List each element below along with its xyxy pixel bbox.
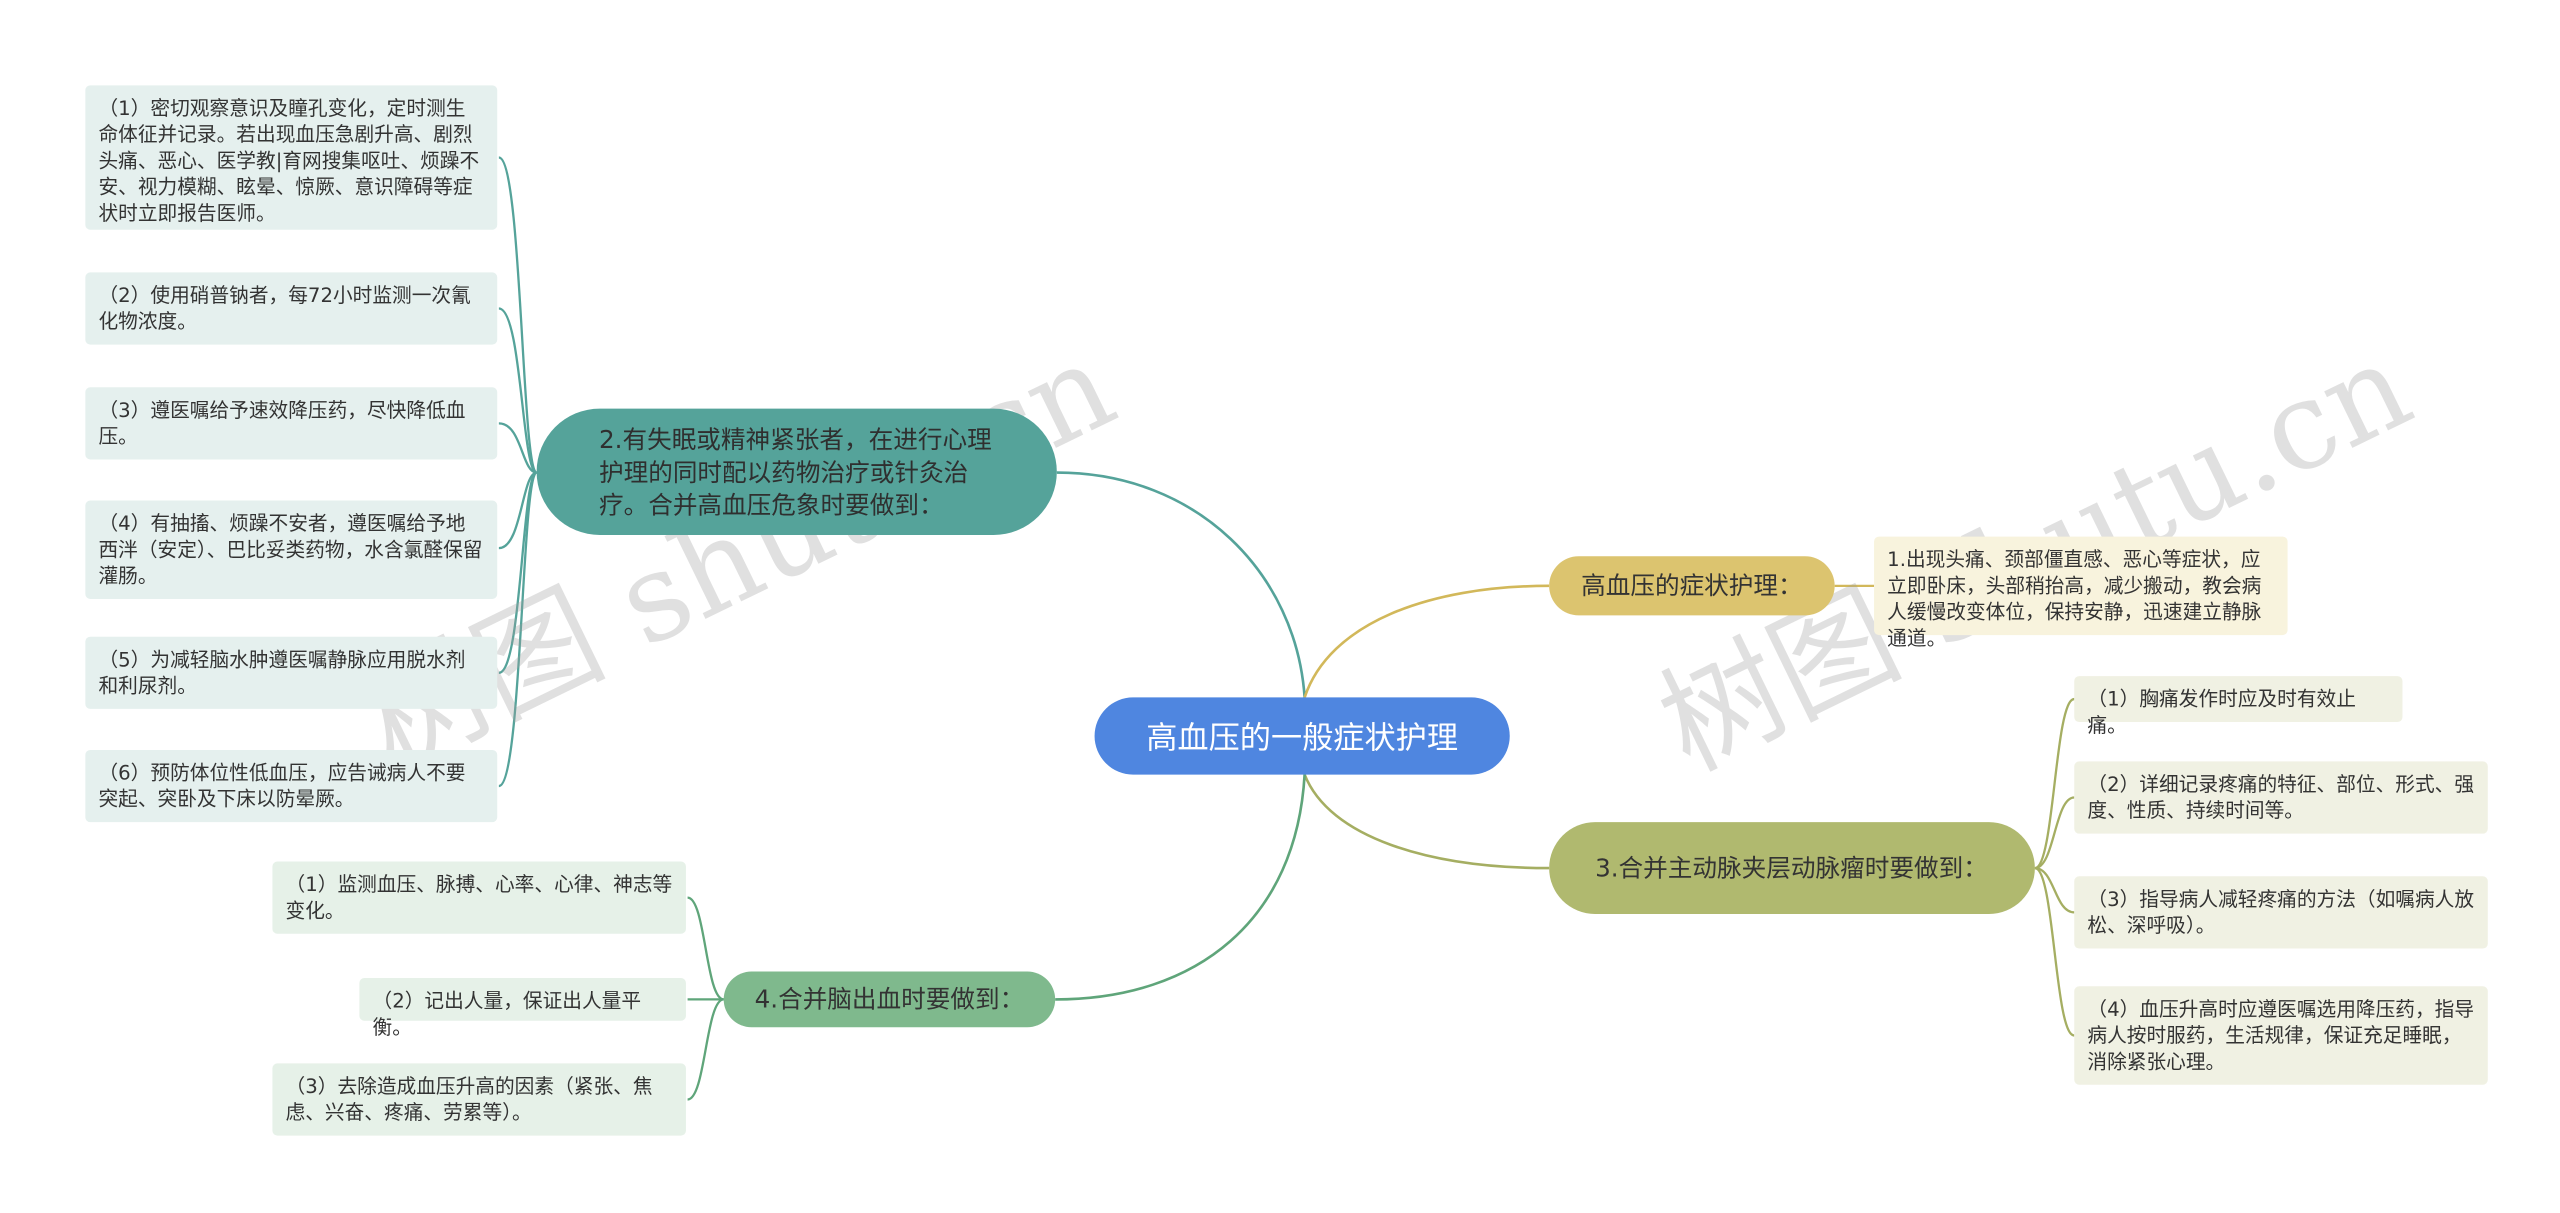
leaf-psych-2[interactable]: （2）使用硝普钠者，每72小时监测一次氰化物浓度。 bbox=[85, 272, 498, 345]
link-root-cerebral bbox=[1055, 774, 1306, 1001]
leaf-psych-5[interactable]: （5）为减轻脑水肿遵医嘱静脉应用脱水剂和利尿剂。 bbox=[85, 636, 498, 709]
leaf-aortic-1[interactable]: （1）胸痛发作时应及时有效止痛。 bbox=[2074, 676, 2403, 737]
branch-aortic-label: 3.合并主动脉夹层动脉瘤时要做到： bbox=[1595, 853, 1988, 883]
leaf-cerebral-2[interactable]: （2）记出人量，保证出人量平衡。 bbox=[359, 978, 686, 1039]
branch-psych-care[interactable]: 2.有失眠或精神紧张者，在进行心理护理的同时配以药物治疗或针灸治疗。合并高血压危… bbox=[536, 408, 1057, 535]
leaf-psych-4[interactable]: （4）有抽搐、烦躁不安者，遵医嘱给予地西泮（安定）、巴比妥类药物，水含氯醛保留灌… bbox=[85, 500, 498, 599]
branch-symptom-care[interactable]: 高血压的症状护理： bbox=[1549, 556, 1835, 616]
root-topic[interactable]: 高血压的一般症状护理 bbox=[1094, 697, 1510, 775]
link-root-psych bbox=[1056, 471, 1306, 698]
branch-cerebral-label: 4.合并脑出血时要做到： bbox=[754, 984, 1025, 1015]
leaf-psych-1[interactable]: （1）密切观察意识及瞳孔变化，定时测生命体征并记录。若出现血压急剧升高、剧烈头痛… bbox=[85, 85, 498, 230]
branch-aortic-dissection[interactable]: 3.合并主动脉夹层动脉瘤时要做到： bbox=[1549, 822, 2035, 915]
leaf-psych-3[interactable]: （3）遵医嘱给予速效降压药，尽快降低血压。 bbox=[85, 387, 498, 460]
link-root-symptom bbox=[1303, 584, 1550, 698]
leaf-aortic-3[interactable]: （3）指导病人减轻疼痛的方法（如嘱病人放松、深呼吸）。 bbox=[2074, 876, 2488, 949]
leaf-cerebral-3[interactable]: （3）去除造成血压升高的因素（紧张、焦虑、兴奋、疼痛、劳累等）。 bbox=[272, 1063, 686, 1136]
leaf-symptom-1[interactable]: 1.出现头痛、颈部僵直感、恶心等症状，应立即卧床，头部稍抬高，减少搬动，教会病人… bbox=[1874, 536, 2288, 650]
branch-cerebral-hemorrhage[interactable]: 4.合并脑出血时要做到： bbox=[723, 971, 1056, 1028]
link-root-aortic bbox=[1303, 774, 1550, 870]
branch-symptom-label: 高血压的症状护理： bbox=[1581, 571, 1803, 601]
leaf-aortic-2[interactable]: （2）详细记录疼痛的特征、部位、形式、强度、性质、持续时间等。 bbox=[2074, 761, 2488, 834]
leaf-aortic-4[interactable]: （4）血压升高时应遵医嘱选用降压药，指导病人按时服药，生活规律，保证充足睡眠，消… bbox=[2074, 986, 2488, 1085]
leaf-cerebral-1[interactable]: （1）监测血压、脉搏、心率、心律、神志等变化。 bbox=[272, 861, 686, 934]
branch-psych-label: 2.有失眠或精神紧张者，在进行心理护理的同时配以药物治疗或针灸治疗。合并高血压危… bbox=[598, 424, 992, 520]
leaf-psych-6[interactable]: （6）预防体位性低血压，应告诫病人不要突起、突卧及下床以防晕厥。 bbox=[85, 749, 498, 823]
